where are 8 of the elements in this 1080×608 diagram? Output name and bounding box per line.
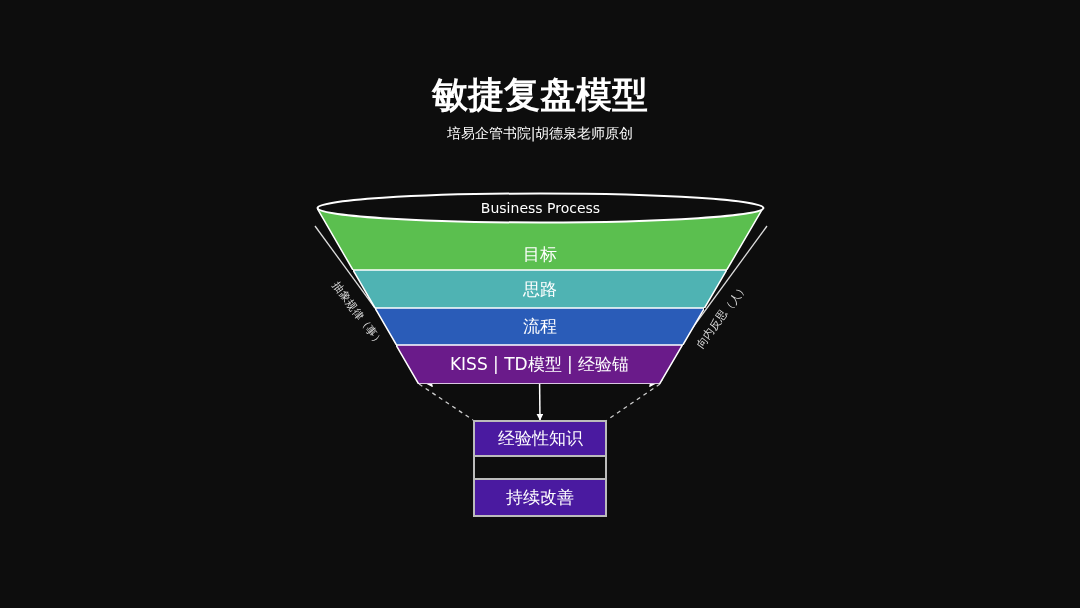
result-box: 持续改善 bbox=[473, 478, 607, 517]
title: 敏捷复盘模型 bbox=[430, 73, 649, 117]
result-box: 经验性知识 bbox=[473, 420, 607, 457]
funnel-rim: Business Process bbox=[316, 192, 765, 224]
subtitle: 培易企管书院|胡德泉老师原创 bbox=[446, 124, 634, 142]
funnel-band: KISS | TD模型 | 经验锚 bbox=[396, 345, 683, 384]
arrow bbox=[536, 383, 544, 421]
output-box bbox=[473, 420, 607, 517]
